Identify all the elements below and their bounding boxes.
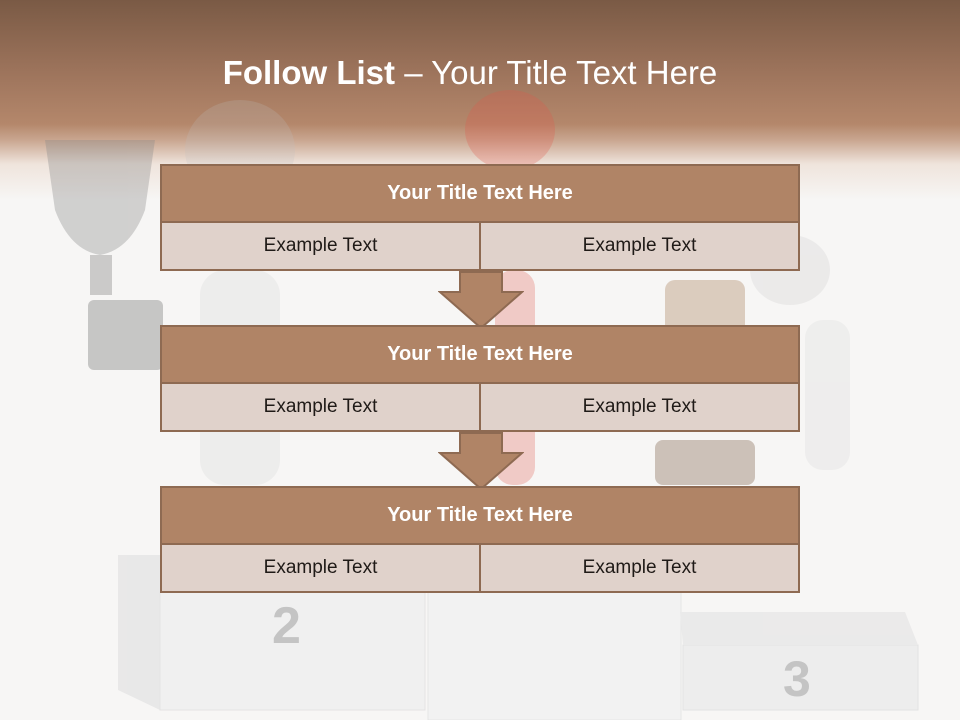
trophy-left-icon xyxy=(45,140,163,370)
step-3-left-cell: Example Text xyxy=(162,545,479,591)
podium-number-3: 3 xyxy=(783,651,811,707)
step-title-3: Your Title Text Here xyxy=(162,488,798,543)
down-arrow-icon xyxy=(438,432,524,491)
step-panel-1: Your Title Text Here Example Text Exampl… xyxy=(160,164,800,271)
step-1-right-cell: Example Text xyxy=(481,223,798,269)
step-3-right-cell: Example Text xyxy=(481,545,798,591)
podium-number-2: 2 xyxy=(272,597,301,655)
step-1-left-cell: Example Text xyxy=(162,223,479,269)
step-panel-3: Your Title Text Here Example Text Exampl… xyxy=(160,486,800,593)
slide-title: Follow List – Your Title Text Here xyxy=(0,54,940,92)
step-panel-2: Your Title Text Here Example Text Exampl… xyxy=(160,325,800,432)
step-title-2: Your Title Text Here xyxy=(162,327,798,382)
slide-title-rest: – Your Title Text Here xyxy=(395,54,718,91)
step-2-left-cell: Example Text xyxy=(162,384,479,430)
podium xyxy=(118,555,919,720)
step-title-1: Your Title Text Here xyxy=(162,166,798,221)
down-arrow-icon xyxy=(438,271,524,330)
step-2-right-cell: Example Text xyxy=(481,384,798,430)
slide-title-bold: Follow List xyxy=(222,54,396,91)
